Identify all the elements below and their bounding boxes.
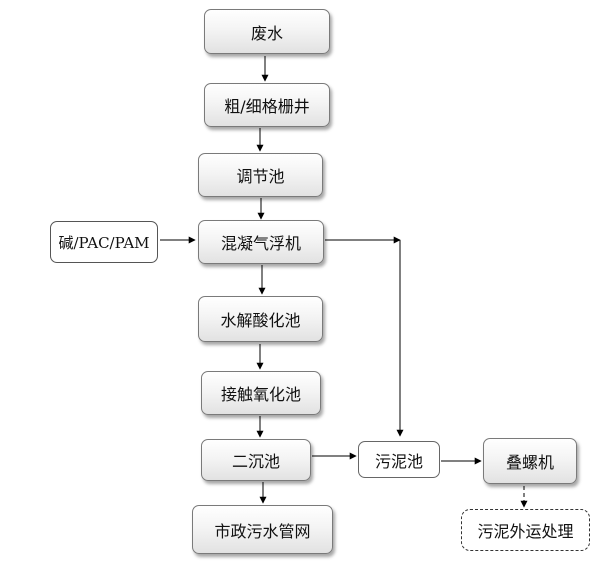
node-secondary-clarifier: 二沉池	[201, 439, 311, 481]
node-chemicals: 碱/PAC/PAM	[50, 221, 158, 263]
node-hydrolysis-tank-label: 水解酸化池	[220, 311, 301, 330]
node-sludge-tank-label: 污泥池	[374, 451, 423, 471]
node-wastewater: 废水	[204, 9, 330, 54]
node-equalization-tank-label: 调节池	[236, 167, 285, 186]
node-chemicals-label: 碱/PAC/PAM	[58, 233, 150, 252]
node-flotation: 混凝气浮机	[198, 220, 324, 264]
node-screw-press: 叠螺机	[483, 438, 577, 484]
node-municipal-sewer: 市政污水管网	[192, 505, 333, 554]
node-sludge-disposal-label: 污泥外运处理	[477, 522, 574, 541]
node-wastewater-label: 废水	[250, 23, 283, 43]
node-sludge-disposal: 污泥外运处理	[461, 509, 590, 551]
node-equalization-tank: 调节池	[198, 153, 323, 197]
node-flotation-label: 混凝气浮机	[220, 234, 301, 253]
node-screw-press-label: 叠螺机	[505, 453, 554, 472]
node-secondary-clarifier-label: 二沉池	[231, 452, 280, 471]
node-municipal-sewer-label: 市政污水管网	[214, 521, 311, 541]
node-contact-oxidation-tank-label: 接触氧化池	[220, 385, 301, 404]
node-screen-well-label: 粗/细格栅井	[224, 97, 310, 116]
node-contact-oxidation-tank: 接触氧化池	[201, 371, 321, 415]
node-hydrolysis-tank: 水解酸化池	[198, 296, 323, 342]
node-screen-well: 粗/细格栅井	[204, 83, 330, 127]
node-sludge-tank: 污泥池	[358, 441, 440, 478]
